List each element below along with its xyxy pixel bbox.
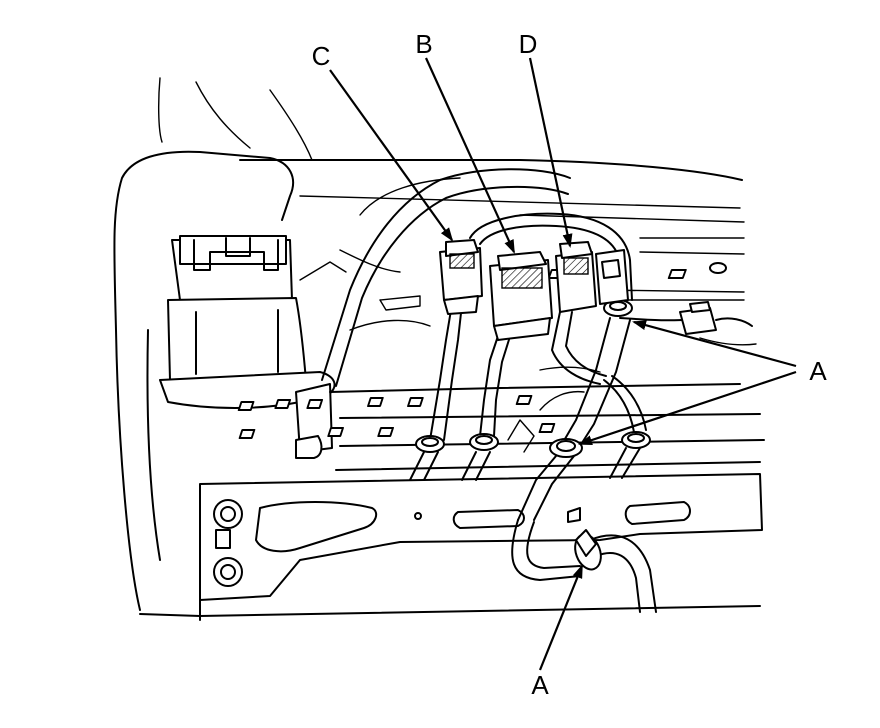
callout-label-d: D <box>519 29 538 59</box>
rail-slots <box>237 395 556 439</box>
grommet-3 <box>549 438 583 458</box>
connector-right <box>595 249 629 305</box>
grommet-1 <box>415 435 445 453</box>
connector-b <box>489 251 553 341</box>
callout-label-c: C <box>312 41 331 71</box>
wire-harness <box>409 212 757 613</box>
grommet-2 <box>469 433 499 451</box>
connector-c <box>439 239 483 315</box>
mounting-bracket <box>139 473 763 621</box>
grommets <box>415 299 651 571</box>
callout-label-a-right: A <box>809 356 827 386</box>
leader-lines <box>329 57 797 671</box>
seat-belt-buckle <box>159 168 571 459</box>
connector-d <box>555 241 597 313</box>
grommet-lower <box>574 529 602 571</box>
grommet-4 <box>621 431 651 449</box>
callout-label-a-bottom: A <box>531 670 549 700</box>
callout-label-b: B <box>415 29 432 59</box>
